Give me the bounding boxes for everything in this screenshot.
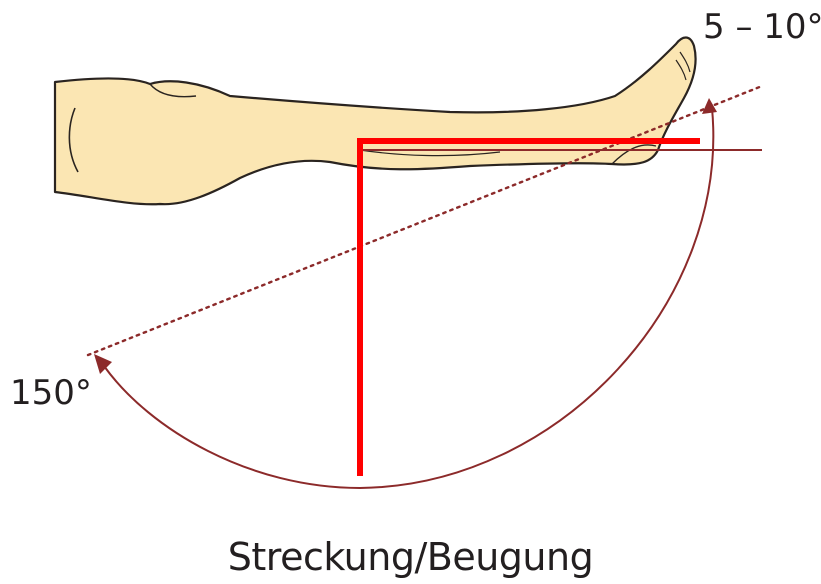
leg-shape	[55, 38, 696, 205]
leg-illustration	[55, 38, 696, 205]
right-angle-marker	[357, 140, 700, 476]
diagram-caption: Streckung/Beugung	[0, 538, 821, 576]
extension-arrowhead	[702, 98, 717, 114]
flexion-arrowhead	[94, 354, 112, 374]
extension-angle-label: 5 – 10°	[703, 10, 821, 44]
flexion-angle-label: 150°	[10, 376, 92, 410]
